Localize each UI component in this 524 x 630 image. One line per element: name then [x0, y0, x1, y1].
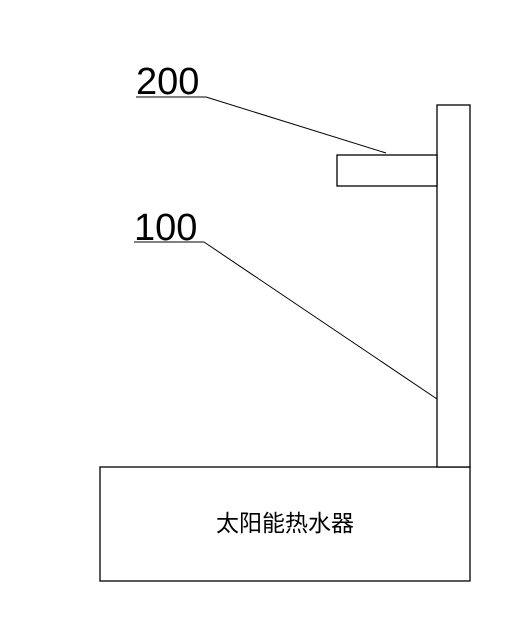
vertical-post [436, 104, 471, 468]
leader-line-200 [205, 96, 387, 154]
label-100: 100 [134, 207, 197, 249]
water-heater-label: 太阳能热水器 [216, 511, 354, 537]
horizontal-arm [336, 154, 438, 187]
leader-line-100 [203, 241, 438, 400]
water-heater-box [99, 466, 471, 582]
label-200: 200 [136, 61, 199, 103]
